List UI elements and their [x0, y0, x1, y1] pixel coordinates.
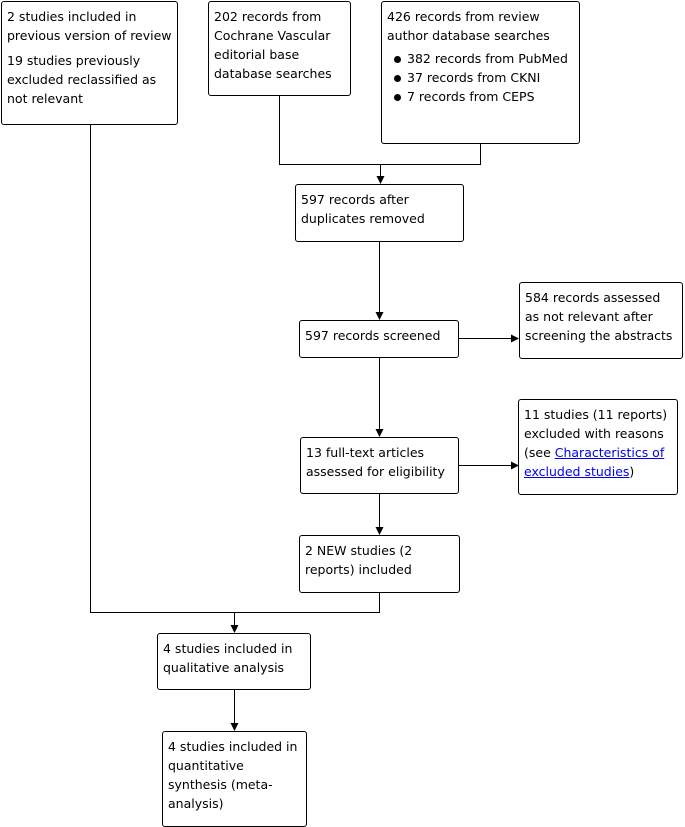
author-search-box: 426 records from review author database … [381, 1, 580, 144]
cochrane-search-box: 202 records from Cochrane Vascular edito… [208, 1, 351, 96]
author-search-list: 382 records from PubMed 37 records from … [387, 49, 575, 106]
previous-review-included-text: 2 studies included in previous version o… [7, 9, 172, 43]
after-duplicates-box: 597 records after duplicates removed [295, 184, 464, 242]
author-search-item-ceps: 7 records from CEPS [394, 87, 575, 106]
new-included-text: 2 NEW studies (2 reports) included [305, 543, 413, 577]
fulltext-box: 13 full-text articles assessed for eligi… [300, 437, 459, 494]
quantitative-text: 4 studies included in quantitative synth… [168, 739, 298, 811]
screened-box: 597 records screened [299, 320, 459, 358]
connector-cochrane-merge [279, 96, 381, 165]
cochrane-search-text: 202 records from Cochrane Vascular edito… [214, 9, 332, 81]
excluded-fulltext-text: 11 studies (11 reports) excluded with re… [524, 405, 673, 481]
connector-new-merge [234, 593, 380, 613]
author-search-text: 426 records from review author database … [387, 9, 550, 43]
after-duplicates-text: 597 records after duplicates removed [301, 192, 425, 226]
connector-previous-merge [90, 125, 235, 613]
excluded-fulltext-box: 11 studies (11 reports) excluded with re… [518, 399, 678, 495]
qualitative-box: 4 studies included in qualitative analys… [157, 633, 311, 690]
previous-review-box: 2 studies included in previous version o… [1, 1, 178, 125]
author-search-item-ckni: 37 records from CKNI [394, 68, 575, 87]
excluded-screening-text: 584 records assessed as not relevant aft… [525, 290, 673, 343]
fulltext-text: 13 full-text articles assessed for eligi… [306, 445, 445, 479]
screened-text: 597 records screened [305, 328, 441, 343]
excluded-fulltext-prefix: 11 studies (11 reports) excluded with re… [524, 407, 668, 460]
previous-review-reclassified-text: 19 studies previously excluded reclassif… [7, 53, 157, 106]
connector-author-merge [380, 144, 481, 165]
excluded-fulltext-suffix: ) [629, 464, 635, 479]
new-included-box: 2 NEW studies (2 reports) included [299, 535, 460, 593]
excluded-screening-box: 584 records assessed as not relevant aft… [519, 282, 683, 359]
quantitative-box: 4 studies included in quantitative synth… [162, 731, 307, 827]
excluded-studies-link[interactable]: Characteristics of excluded studies [524, 445, 665, 479]
author-search-item-pubmed: 382 records from PubMed [394, 49, 575, 68]
qualitative-text: 4 studies included in qualitative analys… [163, 641, 293, 675]
